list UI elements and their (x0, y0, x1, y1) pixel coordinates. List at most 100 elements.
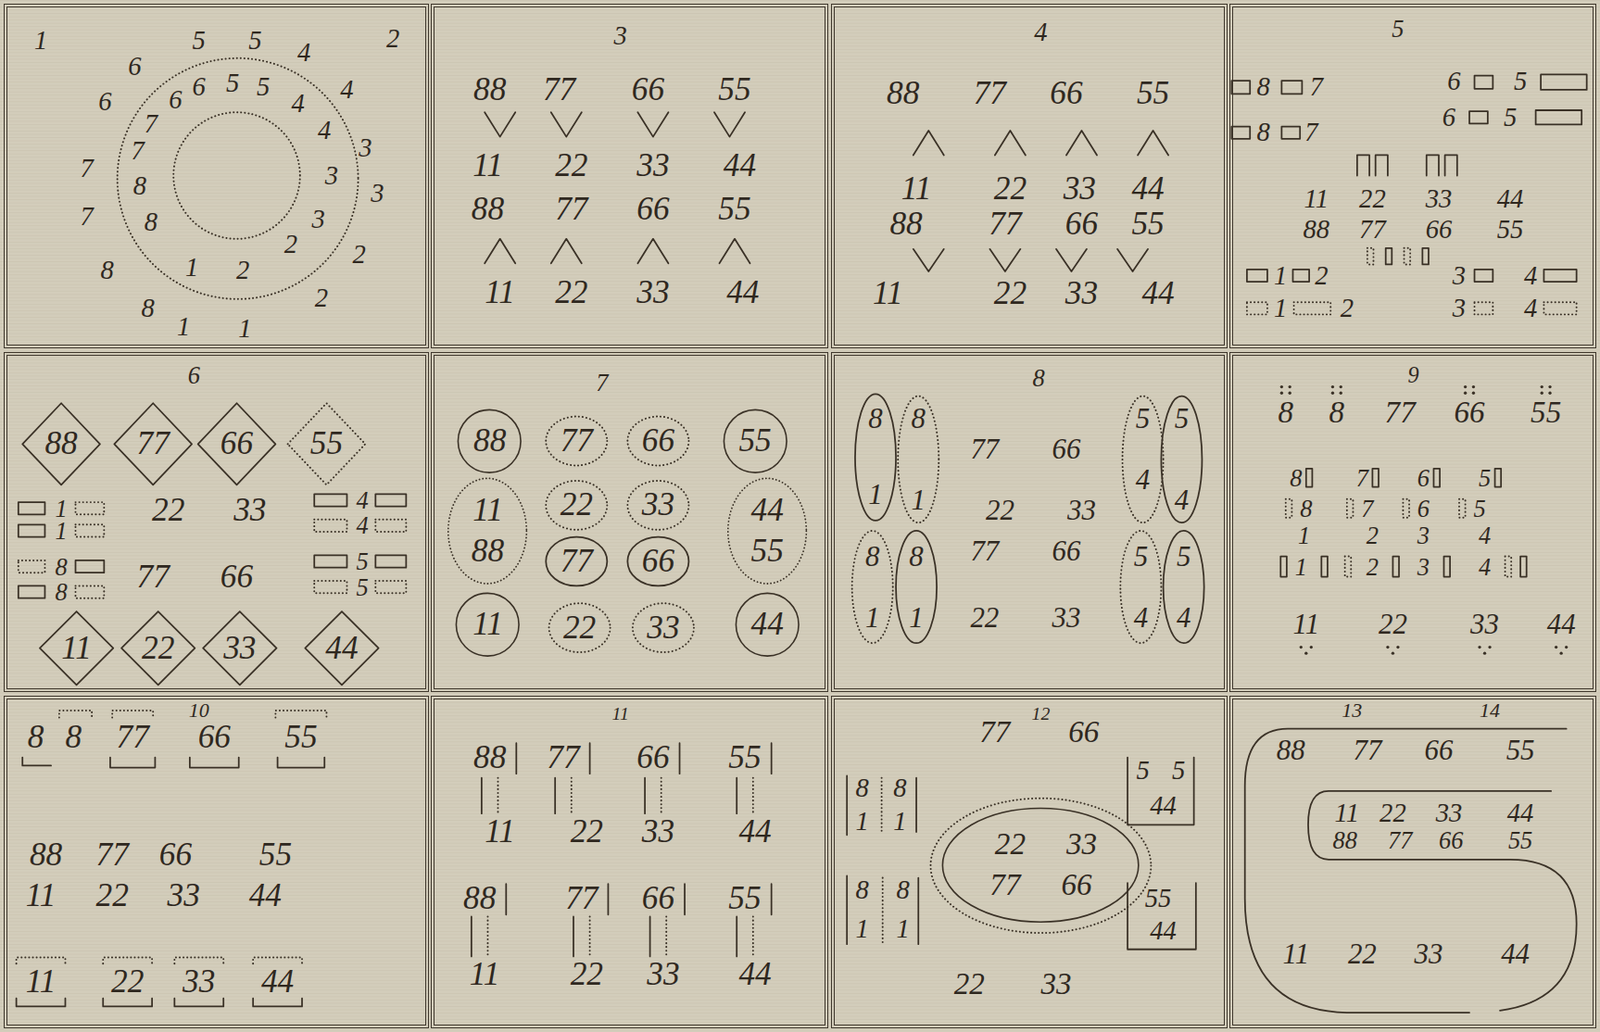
text-anchor: 44 (723, 149, 756, 182)
figure-number: 55 (718, 192, 751, 226)
figure-number: 55 (1497, 216, 1525, 244)
text-anchor: 77 (1385, 398, 1416, 429)
diamond-marks (304, 611, 378, 685)
rectangle-marks (1543, 269, 1576, 282)
circle-outline (446, 476, 529, 586)
rectangle-marks (1367, 248, 1374, 265)
text-anchor: 66 (642, 881, 675, 915)
text-anchor: 4 (1174, 485, 1189, 515)
panel-number: 13 (1341, 700, 1362, 721)
figure-number: 88 (471, 192, 504, 226)
text-anchor: 2 (284, 231, 298, 259)
dot-marks (1280, 385, 1284, 389)
text-anchor: 77 (554, 192, 588, 226)
figure-number: 33 (1470, 610, 1500, 640)
gate-marks (1306, 468, 1313, 488)
circle-outline (456, 592, 520, 656)
text-anchor: 7 (79, 155, 93, 183)
dot-marks (1339, 385, 1343, 389)
diamond-marks (113, 403, 192, 485)
text-anchor: 1 (54, 518, 67, 543)
text-anchor: 4 (1478, 554, 1491, 579)
figure-number: 8 (1329, 398, 1346, 429)
gate-marks (1443, 556, 1450, 578)
text-anchor: 66 (1424, 735, 1454, 765)
text-anchor: 8 (141, 294, 155, 322)
figure-number: 77 (116, 720, 150, 754)
figure-number: 11 (472, 493, 504, 527)
figure-number: 11 (472, 149, 504, 182)
text-anchor: 1 (856, 808, 870, 836)
figure-number: 1 (1273, 262, 1287, 290)
figure-number: 11 (472, 608, 504, 642)
diamond-marks (18, 524, 46, 537)
text-anchor: 33 (1052, 603, 1082, 632)
text-anchor: 2 (1366, 554, 1379, 579)
figure-number: 22 (994, 277, 1027, 311)
text-anchor: 3 (325, 162, 339, 189)
figure-number: 55 (1530, 398, 1562, 429)
figure-number: 1 (238, 315, 252, 343)
dot-marks (1391, 652, 1395, 656)
figure-number: 66 (1052, 537, 1082, 567)
text-anchor: 2 (386, 25, 400, 53)
text-anchor: 2 (1314, 262, 1328, 290)
figure-number: 22 (985, 495, 1015, 525)
text-anchor: 1 (911, 485, 926, 515)
text-anchor: 22 (554, 149, 588, 182)
text-anchor: 33 (1436, 800, 1463, 828)
figure-number: 33 (1065, 277, 1098, 311)
text-anchor: 77 (970, 537, 999, 567)
figure-number: 22 (141, 631, 175, 665)
text-anchor: 55 (259, 839, 292, 872)
dot-marks (1463, 391, 1467, 395)
dot-marks (1331, 391, 1335, 395)
text-anchor: 6 (127, 52, 141, 80)
dot-marks (1540, 391, 1544, 395)
figure-number: 66 (1052, 434, 1082, 464)
text-anchor: 8 (54, 579, 67, 605)
figure-number: 22 (570, 958, 604, 992)
circle-outline (943, 808, 1139, 923)
figure-number: 33 (642, 815, 675, 848)
figure-number: 4 (1478, 523, 1491, 548)
figure-number: 22 (1379, 800, 1407, 828)
text-anchor: 33 (167, 880, 201, 913)
text-anchor: 22 (1379, 800, 1407, 828)
dot-marks (1559, 652, 1563, 656)
figure-number: 4 (340, 76, 353, 104)
text-anchor: 11 (872, 277, 904, 311)
circle-outline (938, 806, 1143, 925)
text-anchor: 66 (159, 839, 192, 872)
figure-circle: 4455 (726, 476, 808, 586)
text-anchor: 33 (182, 965, 215, 998)
figure-number: 44 (325, 631, 358, 665)
text-anchor: 5 (1171, 757, 1185, 785)
figure-number: 33 (646, 611, 680, 644)
bracket-marks (22, 757, 325, 769)
text-anchor: 11 (901, 172, 933, 205)
figure-number: 55 (1136, 77, 1170, 111)
loop-marks (545, 480, 607, 530)
text-anchor: 44 (1141, 277, 1174, 311)
figure-number: 33 (167, 880, 201, 913)
text-anchor: 8 (1277, 398, 1294, 429)
text-anchor: 77 (116, 720, 150, 754)
figure-number: 77 (554, 192, 588, 226)
diamond-marks (39, 611, 114, 685)
text-anchor: 66 (1060, 870, 1092, 902)
figure-number: 11 (25, 880, 57, 913)
dot-marks (1472, 391, 1475, 395)
figure-number: 33 (223, 631, 256, 665)
figure-number: 33 (1063, 172, 1097, 205)
figure-number: 66 (642, 544, 675, 578)
rectangle-marks (1474, 75, 1494, 89)
figure-number: 5 (1503, 103, 1517, 131)
text-anchor: 5 (355, 549, 368, 574)
dot-marks (1396, 645, 1399, 649)
figure-number: 1 (1273, 294, 1287, 322)
figure-number: 11 (25, 965, 57, 998)
circle-outline (458, 409, 522, 473)
